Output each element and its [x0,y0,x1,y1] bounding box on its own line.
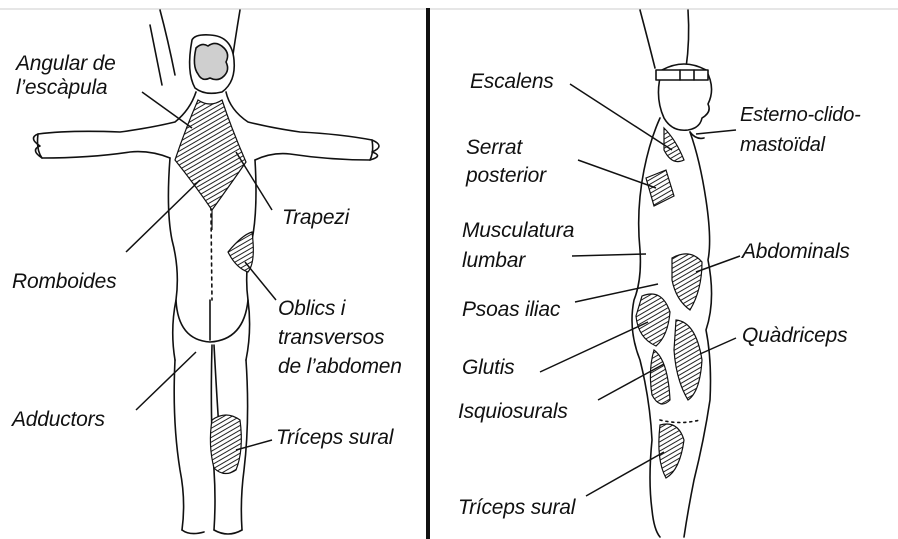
side-view-muscles [636,128,702,478]
leader-serrat [578,160,656,188]
label-triceps-sural-side: Tríceps sural [458,496,575,520]
label-romboides: Romboides [12,270,116,294]
side-leader-lines [540,84,740,496]
label-quadriceps: Quàdriceps [742,324,847,348]
label-angular-escapula: Angular de l’escàpula [16,52,116,100]
leader-esterno [696,130,736,134]
label-glutis: Glutis [462,356,514,380]
leader-triceps-side [586,452,664,496]
label-musculatura-lumbar: Musculatura lumbar [462,216,574,276]
leader-trapezi [236,152,272,210]
leader-romboides [126,180,200,252]
leader-angular [142,92,192,128]
label-oblics: Oblics i transversos de l’abdomen [278,294,402,381]
label-isquiosurals: Isquiosurals [458,400,568,424]
label-abdominals: Abdominals [742,240,850,264]
label-adductors: Adductors [12,408,105,432]
leader-escalens [570,84,672,150]
label-serrat-posterior: Serrat posterior [466,134,546,190]
leader-quadriceps [700,338,736,354]
label-trapezi: Trapezi [282,206,349,230]
leader-oblics [245,262,276,300]
label-psoas-iliac: Psoas iliac [462,298,560,322]
label-triceps-sural-back: Tríceps sural [276,426,393,450]
leader-glutis [540,322,648,372]
label-esterno-clido-mastoidal: Esterno-clido- mastoïdal [740,100,861,160]
back-view-muscles [175,100,253,474]
leader-musculatura [572,254,646,256]
leader-adductors [136,352,196,410]
leader-abdominals [696,256,740,272]
label-escalens: Escalens [470,70,554,94]
